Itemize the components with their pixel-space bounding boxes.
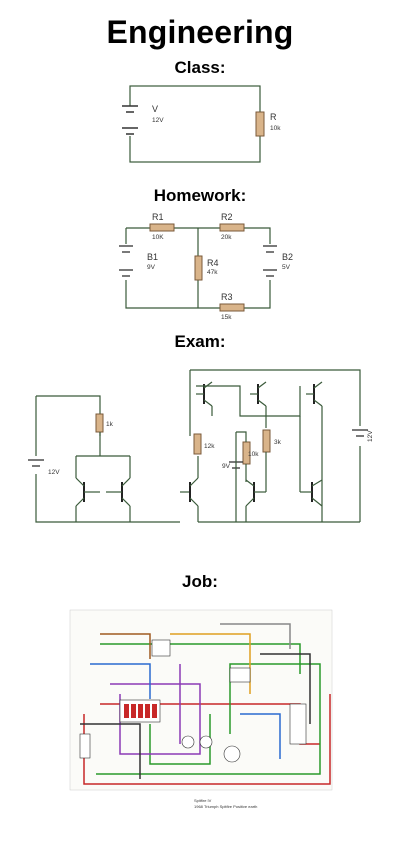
exam-resistor-3k <box>262 429 271 453</box>
battery-b2 <box>263 244 277 280</box>
b1-name: B1 <box>147 252 158 262</box>
diagram-caption-1: Spitfire IV <box>194 798 212 803</box>
transistor-q3 <box>180 456 199 522</box>
exam-battery-right <box>352 426 368 446</box>
r1-value: 10K <box>152 234 164 241</box>
transistor-q8 <box>299 416 323 507</box>
r4-name: R4 <box>207 258 219 268</box>
page-title: Engineering <box>106 14 294 50</box>
resistor-r3 <box>219 303 245 312</box>
battery-symbol <box>122 105 138 136</box>
transistor-q4 <box>196 381 213 416</box>
exam-label-1k: 1k <box>106 421 114 428</box>
class-heading: Class: <box>174 58 226 77</box>
exam-label-12k: 12k <box>204 443 215 450</box>
transistor-q1 <box>75 456 100 522</box>
exam-circuit: 1k 12V 12k <box>28 369 374 523</box>
r3-name: R3 <box>221 292 233 302</box>
resistor-name: R <box>270 112 277 122</box>
exam-resistor-12k <box>193 433 202 455</box>
exam-label-bat-mid: 9V <box>222 463 231 470</box>
b2-value: 5V <box>282 264 291 271</box>
r3-value: 15k <box>221 314 232 321</box>
r2-value: 20k <box>221 234 232 241</box>
r4-value: 47k <box>207 269 218 276</box>
exam-battery-left <box>28 456 44 474</box>
resistor-r4 <box>194 255 203 281</box>
job-heading: Job: <box>182 572 218 591</box>
transistor-q2 <box>106 456 131 522</box>
diagram-caption-2: 1968 Triumph Spitfire Positive earth <box>194 804 257 809</box>
exam-label-bat-left: 12V <box>48 469 60 476</box>
class-circuit: V 12V R 10k <box>122 85 281 163</box>
transistor-q7 <box>245 479 266 522</box>
resistor-r2 <box>219 223 245 232</box>
homework-circuit: B1 9V B2 5V R1 10K R2 20k R4 47k R3 15k <box>119 212 293 321</box>
b2-name: B2 <box>282 252 293 262</box>
r2-name: R2 <box>221 212 233 222</box>
exam-label-3k: 3k <box>274 439 282 446</box>
homework-heading: Homework: <box>153 186 247 205</box>
battery-value: 12V <box>152 117 164 124</box>
exam-label-bat-right: 12V <box>367 430 374 442</box>
resistor-symbol <box>255 111 265 137</box>
transistor-q6 <box>306 381 323 522</box>
wiring-diagram: Spitfire IV 1968 Triumph Spitfire Positi… <box>69 609 333 809</box>
exam-resistor-1k <box>95 413 104 433</box>
exam-heading: Exam: <box>174 332 226 351</box>
exam-label-10k: 10k <box>248 451 259 458</box>
battery-b1 <box>119 244 133 280</box>
transistor-q5 <box>250 381 267 428</box>
b1-value: 9V <box>147 264 156 271</box>
resistor-value: 10k <box>270 125 281 132</box>
resistor-r1 <box>149 223 175 232</box>
battery-name: V <box>152 104 158 114</box>
r1-name: R1 <box>152 212 164 222</box>
